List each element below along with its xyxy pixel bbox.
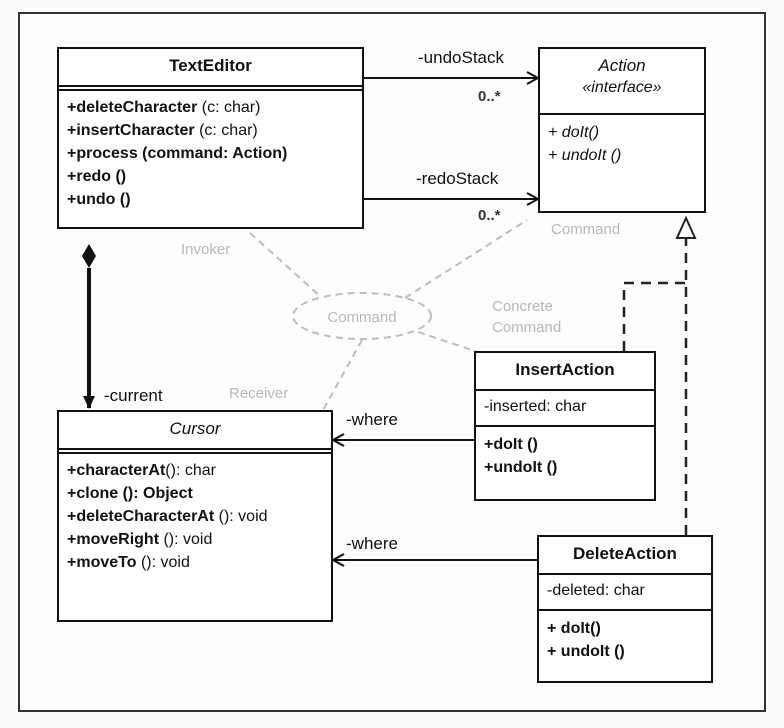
operation-do-it: + doIt() <box>547 620 601 637</box>
operation-delete-character-at: +deleteCharacterAt (): void <box>67 508 268 525</box>
receiver-role-label: Receiver <box>229 385 289 402</box>
insert-action-operations: +doIt () +undoIt () <box>476 427 654 483</box>
redo-stack-label: -redoStack <box>416 169 499 188</box>
operation-do-it: + doIt() <box>548 124 600 141</box>
operation-undo-it: + undoIt () <box>548 147 622 164</box>
current-label: -current <box>104 386 163 405</box>
operation-delete-character: +deleteCharacter (c: char) <box>67 99 261 116</box>
operation-clone: +clone (): Object <box>67 485 193 502</box>
delete-action-attributes: -deleted: char <box>539 575 711 611</box>
concrete-command-role-label: Concrete Command <box>492 298 562 336</box>
action-header: Action «interface» <box>540 49 704 115</box>
operation-do-it: +doIt () <box>484 436 538 453</box>
attribute-inserted: -inserted: char <box>484 398 587 415</box>
text-editor-class: TextEditor +deleteCharacter (c: char) +i… <box>57 47 364 229</box>
concrete-command-role-line <box>417 331 479 353</box>
action-name: Action <box>598 56 646 75</box>
insert-action-attributes: -inserted: char <box>476 391 654 427</box>
operation-undo-it: +undoIt () <box>484 459 558 476</box>
cursor-name: Cursor <box>59 412 331 450</box>
action-interface: Action «interface» + doIt() + undoIt () <box>538 47 706 213</box>
delete-where-label: -where <box>346 534 398 553</box>
cursor-attributes <box>59 450 331 454</box>
cursor-class: Cursor +characterAt(): char +clone (): O… <box>57 410 333 622</box>
delete-action-class: DeleteAction -deleted: char + doIt() + u… <box>537 535 713 683</box>
operation-character-at: +characterAt(): char <box>67 462 216 479</box>
undo-stack-label: -undoStack <box>418 48 504 67</box>
delete-action-name: DeleteAction <box>539 537 711 575</box>
operation-undo: +undo () <box>67 191 131 208</box>
command-role-label: Command <box>551 221 621 238</box>
invoker-role-line <box>249 232 322 298</box>
command-role-line <box>404 219 528 299</box>
operation-move-to: +moveTo (): void <box>67 554 190 571</box>
text-editor-operations: +deleteCharacter (c: char) +insertCharac… <box>59 91 362 215</box>
insert-action-name: InsertAction <box>476 353 654 391</box>
command-collaboration <box>292 292 432 340</box>
operation-process: +process (command: Action) <box>67 145 288 162</box>
composition-diamond <box>82 244 96 268</box>
operation-redo: +redo () <box>67 168 127 185</box>
operation-insert-character: +insertCharacter (c: char) <box>67 122 258 139</box>
text-editor-attributes <box>59 87 362 91</box>
action-stereotype: «interface» <box>582 79 662 96</box>
collaboration-name: Command <box>327 309 396 326</box>
insert-realization <box>622 281 686 351</box>
undo-multiplicity: 0..* <box>478 88 501 105</box>
invoker-role-label: Invoker <box>181 241 231 258</box>
receiver-role-line <box>321 339 363 413</box>
attribute-deleted: -deleted: char <box>547 582 645 599</box>
realization-triangle <box>675 215 697 239</box>
insert-action-class: InsertAction -inserted: char +doIt () +u… <box>474 351 656 501</box>
cursor-operations: +characterAt(): char +clone (): Object +… <box>59 454 331 578</box>
text-editor-name: TextEditor <box>59 49 362 87</box>
redo-multiplicity: 0..* <box>478 207 501 224</box>
action-operations: + doIt() + undoIt () <box>540 115 704 171</box>
insert-where-label: -where <box>346 410 398 429</box>
operation-undo-it: + undoIt () <box>547 643 625 660</box>
delete-action-operations: + doIt() + undoIt () <box>539 611 711 667</box>
operation-move-right: +moveRight (): void <box>67 531 213 548</box>
